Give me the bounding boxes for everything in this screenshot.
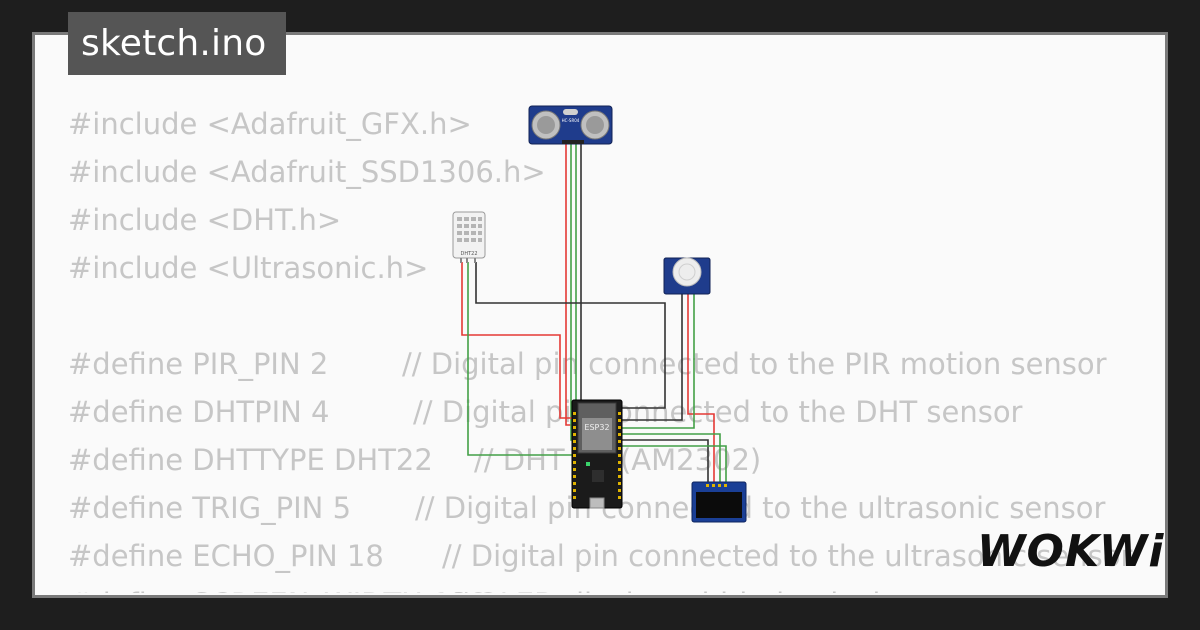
code-text: #include <Adafruit_GFX.h>: [68, 107, 472, 141]
code-line: #define DHTPIN 4 // Digital pin connecte…: [68, 388, 1022, 436]
code-line: #include <Adafruit_GFX.h>: [68, 100, 472, 148]
code-comment: // OLED display width, in pixels: [448, 580, 896, 593]
code-comment: // Digital pin connected to the ultrason…: [415, 491, 1106, 525]
code-line: #define TRIG_PIN 5 // Digital pin connec…: [68, 484, 1105, 532]
file-tab[interactable]: sketch.ino: [68, 12, 286, 75]
code-line: #define DHTTYPE DHT22 // DHT 22 (AM2302): [68, 436, 761, 484]
code-text: #define TRIG_PIN 5: [68, 491, 352, 525]
code-text: #define DHTTYPE DHT22: [68, 443, 433, 477]
code-line: #define PIR_PIN 2 // Digital pin connect…: [68, 340, 1107, 388]
code-line: #include <DHT.h>: [68, 196, 341, 244]
code-editor[interactable]: #include <Adafruit_GFX.h> #include <Adaf…: [68, 100, 1164, 593]
code-comment: // Digital pin connected to the DHT sens…: [413, 395, 1023, 429]
code-text: #include <Ultrasonic.h>: [68, 251, 429, 285]
code-comment: // Digital pin connected to the PIR moti…: [402, 347, 1107, 381]
code-text: #define DHTPIN 4: [68, 395, 330, 429]
code-text: #include <Adafruit_SSD1306.h>: [68, 155, 546, 189]
code-comment: // DHT 22 (AM2302): [474, 443, 762, 477]
code-text: #include <DHT.h>: [68, 203, 342, 237]
code-comment: // Digital pin connected to the ultrason…: [442, 539, 1133, 573]
code-text: #define SCREEN_WIDTH 128: [68, 580, 488, 593]
code-line: #include <Adafruit_SSD1306.h>: [68, 148, 546, 196]
code-line: #define SCREEN_WIDTH 128 // OLED display…: [68, 580, 896, 593]
code-line: #include <Ultrasonic.h>: [68, 244, 428, 292]
wokwi-logo: WOKWi: [977, 526, 1165, 577]
code-line: #define ECHO_PIN 18 // Digital pin conne…: [68, 532, 1132, 580]
code-line: [68, 292, 105, 340]
bottom-bar: [0, 598, 1200, 630]
code-text: #define ECHO_PIN 18: [68, 539, 384, 573]
code-text: #define PIR_PIN 2: [68, 347, 329, 381]
